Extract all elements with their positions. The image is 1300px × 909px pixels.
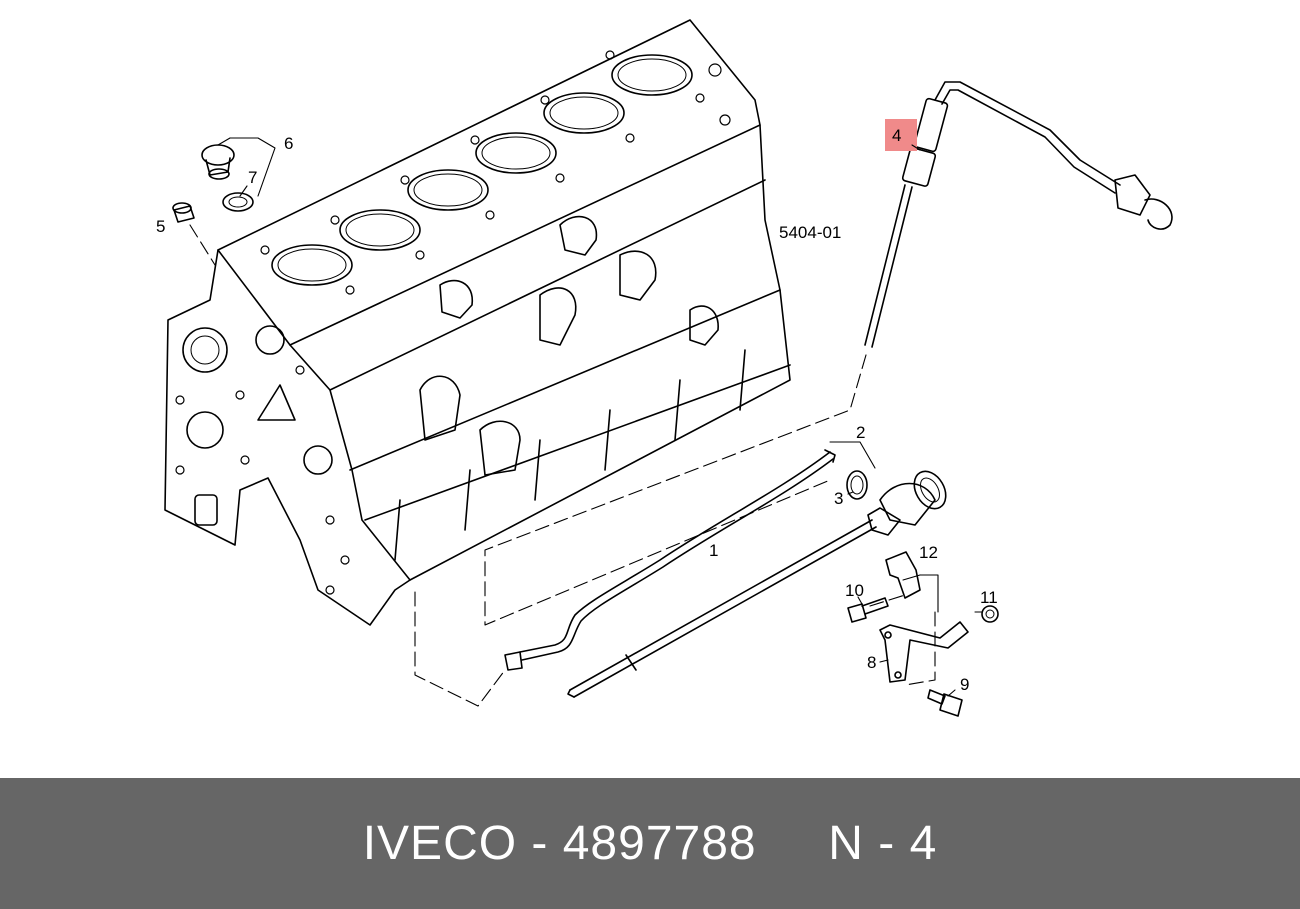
- section-code: 5404-01: [779, 223, 841, 242]
- bolt-part-10: [847, 597, 889, 623]
- bolt-part-9: [927, 689, 963, 717]
- callout-1: 1: [709, 541, 718, 560]
- part-info-footer: IVECO - 4897788 N - 4: [0, 778, 1300, 909]
- part-number-caption: IVECO - 4897788 N - 4: [362, 817, 938, 870]
- assembly-lines: [189, 224, 936, 707]
- callout-2: 2: [856, 423, 865, 442]
- dipstick-tube-part-4: [864, 81, 1173, 348]
- dipstick-part-2: [567, 470, 947, 698]
- tube-part-1: [504, 449, 836, 671]
- callout-10: 10: [845, 581, 864, 600]
- callout-4-highlight: [885, 119, 917, 151]
- callout-11: 11: [980, 588, 998, 607]
- callout-6: 6: [284, 134, 293, 153]
- washer-part-7: [222, 192, 254, 212]
- callout-8: 8: [867, 653, 876, 672]
- bracket-part-8: [879, 621, 969, 683]
- callout-7: 7: [248, 168, 257, 187]
- leader-lines: [217, 137, 983, 697]
- callout-3: 3: [834, 489, 843, 508]
- callout-9: 9: [960, 675, 969, 694]
- oring-part-3: [846, 470, 868, 500]
- engine-block-exploded-diagram: 1 2 3 4 5 6 7 8 9 10 11 12 5404-01: [156, 19, 1173, 717]
- clip-part-12: [885, 551, 921, 599]
- callout-4: 4: [892, 126, 901, 145]
- plug-part-6: [201, 144, 235, 180]
- nut-part-11: [981, 605, 999, 623]
- sleeve-part-5: [172, 202, 195, 223]
- engine-block: [164, 19, 791, 626]
- callout-5: 5: [156, 217, 165, 236]
- callout-12: 12: [919, 543, 938, 562]
